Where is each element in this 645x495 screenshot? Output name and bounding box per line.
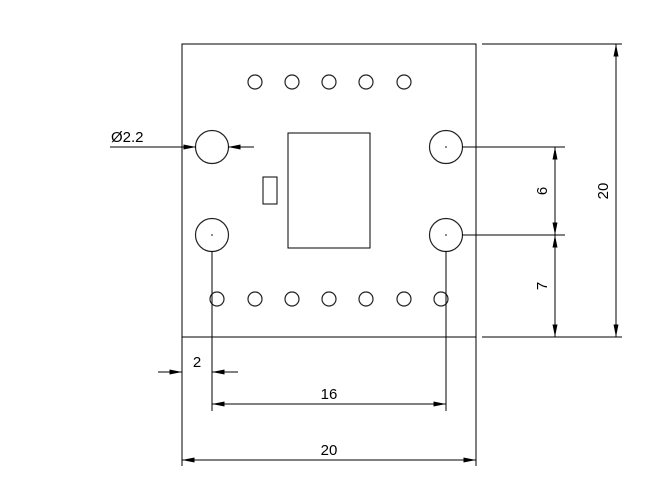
pin-hole	[396, 291, 412, 307]
dim-label-7: 7	[534, 282, 551, 290]
dim-label-6: 6	[534, 187, 551, 195]
dim-label-16: 16	[321, 386, 338, 403]
pin-hole	[247, 291, 263, 307]
pin-hole	[284, 291, 300, 307]
diameter-label: Ø2.2	[111, 129, 144, 146]
pin-hole	[321, 74, 337, 90]
pin-hole	[396, 74, 412, 90]
pin-hole	[321, 291, 337, 307]
pin-hole	[247, 74, 263, 90]
mount-hole	[194, 129, 230, 165]
small-component	[262, 176, 278, 205]
bottom-pin-row	[209, 291, 449, 307]
dim-label-2: 2	[193, 354, 201, 371]
chip-outline	[287, 132, 371, 249]
mount-holes	[194, 129, 464, 253]
pin-hole	[284, 74, 300, 90]
top-pin-row	[247, 74, 412, 90]
board-outline	[181, 43, 477, 338]
dim-label-20-width: 20	[321, 442, 338, 459]
dim-label-20-height: 20	[595, 183, 612, 200]
pin-hole	[358, 291, 374, 307]
pin-hole	[433, 291, 449, 307]
pin-hole	[209, 291, 225, 307]
pin-hole	[358, 74, 374, 90]
